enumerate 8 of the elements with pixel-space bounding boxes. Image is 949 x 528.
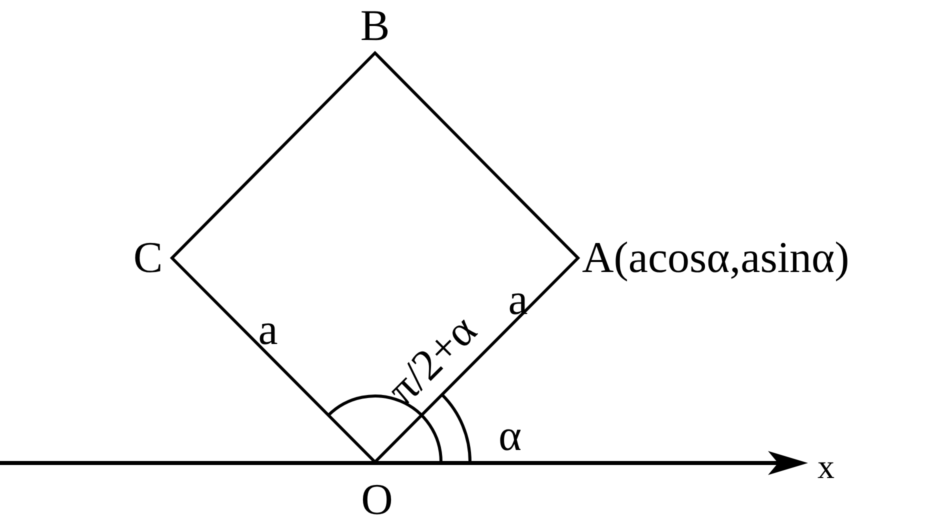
vertex-label: B — [360, 4, 390, 48]
coordinate-label: A(acosα,asinα) — [582, 236, 850, 280]
angle-label: α — [498, 414, 522, 458]
vertex-label: C — [133, 236, 163, 280]
vertex-label: O — [361, 478, 393, 522]
side-label: a — [258, 308, 278, 352]
axis-label: x — [818, 451, 834, 485]
side-label: a — [508, 278, 528, 322]
